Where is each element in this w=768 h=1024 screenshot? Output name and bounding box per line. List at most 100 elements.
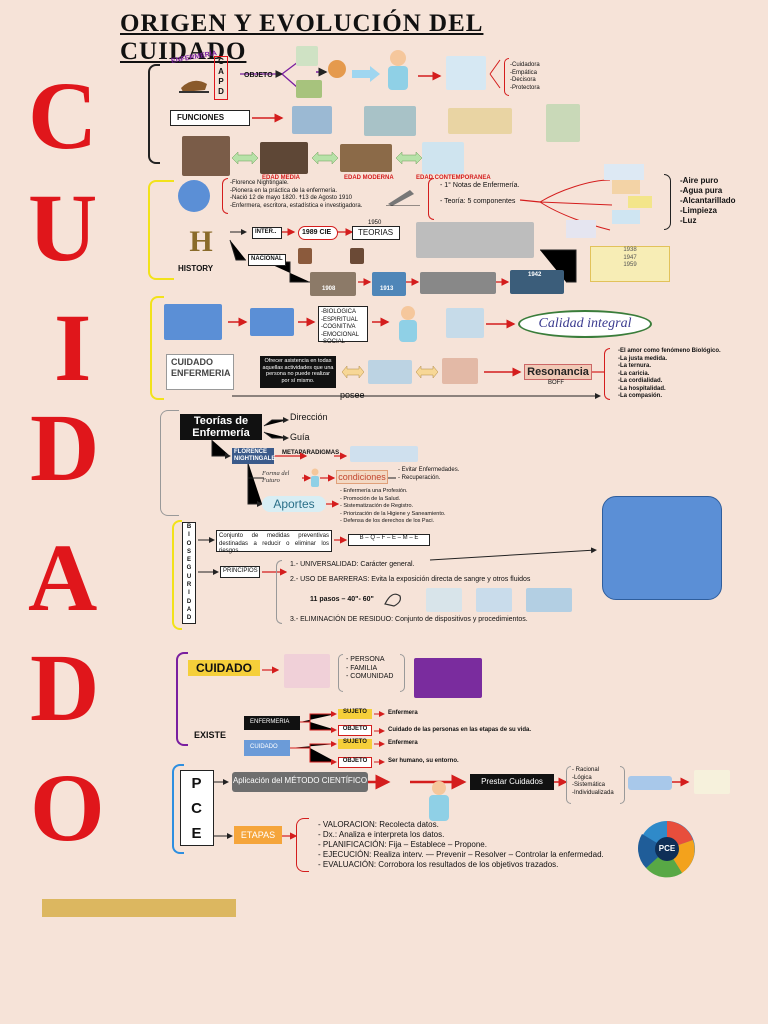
prestar-box: Prestar Cuidados: [470, 774, 554, 790]
principios-box: PRINCIPIOS: [220, 566, 260, 578]
family-image: [296, 46, 318, 66]
page-title: ORIGEN Y EVOLUCIÓN DEL CUIDADO: [120, 10, 484, 65]
objeto-list: -Cuidadora -Empática -Decisora -Protecto…: [510, 62, 540, 91]
resonancia-brace: [604, 348, 610, 400]
racional-list: - Racional -Lógica -Sistemática -Individ…: [572, 767, 614, 796]
nurse-icon: [388, 50, 408, 90]
enfermera-2: Enfermera: [388, 740, 418, 746]
year-1913-image: [372, 272, 406, 296]
function-image-4: [546, 104, 580, 142]
nacional-image-2: [350, 248, 364, 264]
racional-brace-left: [566, 766, 571, 804]
objeto-box-1: OBJETO: [338, 725, 372, 736]
nightingale-brace: [222, 178, 228, 214]
funciones-box: FUNCIONES: [170, 110, 250, 126]
section5-bracket: [172, 520, 182, 630]
metaparadigmas-label: METAPARADIGMAS: [282, 450, 340, 456]
code-box: B – Q – F – E – M – E: [348, 534, 430, 546]
ofrecer-box: Ofrecer asistencia en todas aquellas act…: [260, 356, 336, 388]
pce-cycle-diagram: PCE: [630, 818, 704, 880]
cuidado-image: [284, 654, 330, 688]
year-1908-image: [310, 272, 356, 296]
component-image-3: [628, 196, 652, 208]
blue-box-2: [250, 308, 294, 336]
lamp-logo: ENFERMERÍA: [171, 50, 217, 96]
persona-brace-right: [400, 654, 405, 692]
objeto-list-brace: [504, 58, 509, 96]
nurse-icon: [311, 468, 319, 487]
hospital-image: [368, 360, 412, 384]
principle-1: 1.- UNIVERSALIDAD: Carácter general.: [290, 561, 415, 568]
components-brace: [664, 174, 671, 230]
big-letter-d-2: D: [30, 634, 100, 741]
existe-label: EXISTE: [194, 730, 227, 740]
cuidado-label-box: CUIDADO: [188, 660, 260, 676]
section2-bracket: [148, 180, 174, 280]
component-image-2: [612, 180, 640, 194]
persona-list: - PERSONA - FAMILIA - COMUNIDAD: [346, 656, 394, 680]
era-edad-moderna: EDAD MODERNA: [344, 175, 394, 181]
florence-logo: FLORENCE NIGHTINGALE: [232, 448, 276, 464]
function-image-3: [448, 108, 512, 134]
year-1913-label: 1913: [380, 286, 394, 292]
component-image-5: [566, 220, 596, 238]
section1-bracket: [148, 64, 160, 164]
principios-brace: [276, 560, 282, 624]
futuro-label: Forma del Futuro: [262, 470, 290, 484]
arrow-right-icon: [352, 66, 380, 82]
objeto-label: OBJETO: [244, 72, 273, 79]
era-edad-contemporanea: EDAD CONTEMPORANEA: [416, 175, 491, 181]
sujeto-box-1: SUJETO: [338, 709, 372, 719]
double-arrow-icon: [416, 366, 438, 378]
dimensions-box: -BIOLOGICA -ESPIRITUAL -COGNITIVA -EMOCI…: [318, 306, 368, 345]
year-1950-label: 1950: [368, 220, 382, 226]
pasos-label: 11 pasos – 40"- 60": [310, 596, 374, 603]
double-arrow-icon: [232, 152, 258, 164]
hand-washing-icon: [384, 593, 401, 607]
cuidado-blue-box: CUIDADO: [244, 740, 290, 756]
nightingale-info: -Florence Nightingale. -Pionera en la pr…: [230, 180, 363, 209]
principle-3: 3.- ELIMINACIÓN DE RESIDUO: Conjunto de …: [290, 616, 528, 623]
persona-brace-left: [338, 654, 343, 692]
section7-bracket: [172, 764, 184, 854]
double-arrow-icon: [312, 152, 338, 164]
children-image: [328, 60, 346, 78]
banner-image: [420, 272, 496, 294]
condiciones-list: - Evitar Enfermedades. - Recuperación.: [398, 467, 460, 481]
nurse-care-image: [446, 56, 486, 90]
function-image-1: [292, 106, 332, 134]
history-logo: H HISTORY: [178, 226, 224, 274]
pce-box: P C E: [180, 770, 214, 846]
etapas-box: ETAPAS: [234, 826, 282, 844]
resonancia-list: -El amor como fenómeno Biológico. -La ju…: [618, 348, 721, 399]
conjunto-box: Conjunto de medidas preventivas destinad…: [216, 530, 332, 554]
care-icons-image: [694, 770, 730, 794]
inter-box: INTER..: [252, 227, 282, 239]
component-image-4: [612, 210, 640, 224]
teorias-box: TEORIAS: [352, 226, 400, 240]
resonancia-sub: BOFF: [548, 380, 564, 386]
calidad-integral-oval: Calidad integral: [518, 310, 652, 338]
principle-2: 2.- USO DE BARRERAS: Evita la exposición…: [290, 576, 531, 583]
big-letter-i: I: [54, 294, 92, 401]
cuidado-personas-text: Cuidado de las personas en las etapas de…: [388, 727, 532, 733]
guia-label: Guía: [290, 432, 310, 442]
edad-media-image: [260, 142, 308, 174]
direccion-label: Dirección: [290, 412, 328, 422]
notes-1: - 1° Notas de Enfermería.: [440, 182, 520, 189]
year-1942-label: 1942: [528, 272, 542, 278]
section4-bracket: [160, 410, 179, 516]
etapas-list: - VALORACION: Recolecta datos. - Dx.: An…: [318, 820, 604, 869]
barrier-image-3: [526, 588, 572, 612]
big-letter-a: A: [28, 524, 98, 631]
timeline-table: 1938 1947 1959: [590, 246, 670, 282]
metaparadigm-icons: [350, 446, 418, 462]
barrier-image-2: [476, 588, 512, 612]
bottom-bar: [42, 899, 236, 917]
edad-contemporanea-image: [422, 142, 464, 174]
condiciones-box: condiciones: [336, 470, 388, 484]
capd-box: C A P D: [214, 56, 228, 100]
theorists-image: [416, 222, 534, 258]
cuidado-enfermeria-logo: CUIDADO ENFERMERIA: [166, 354, 234, 390]
